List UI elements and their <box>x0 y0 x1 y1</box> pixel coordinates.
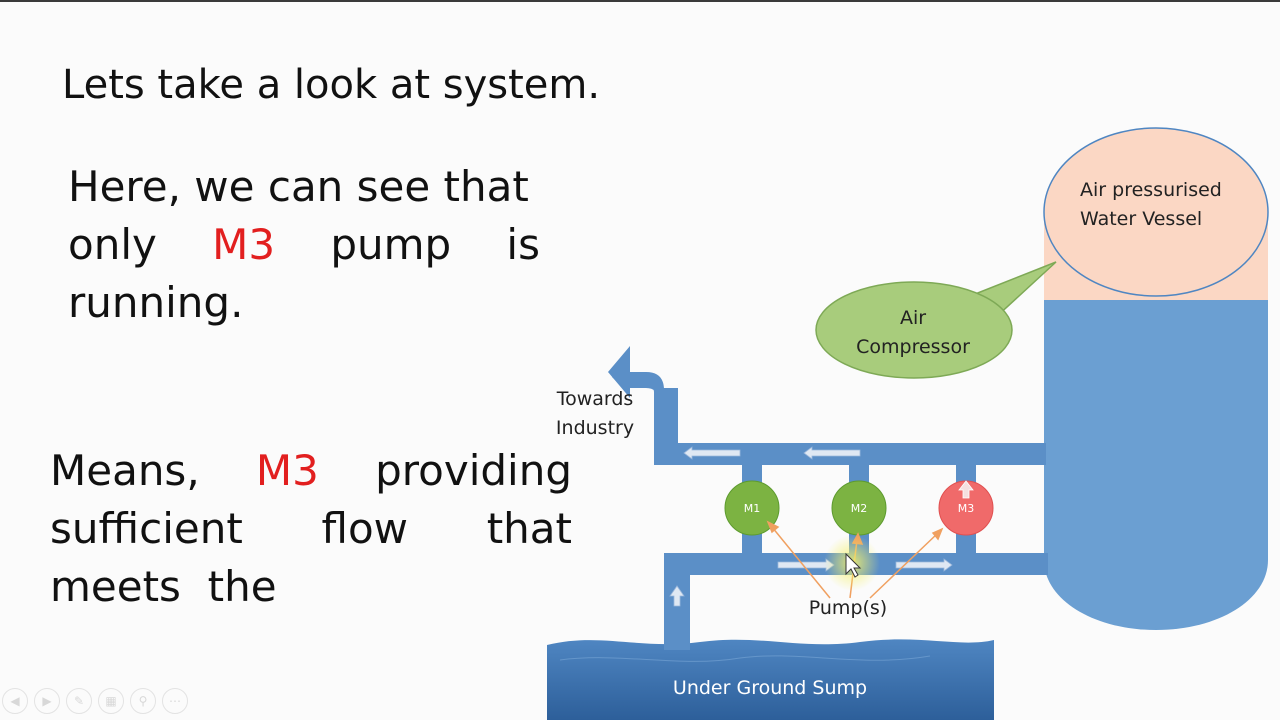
zoom-icon[interactable]: ⚲ <box>130 688 156 714</box>
underground-sump: Under Ground Sump <box>547 639 994 720</box>
slide-title: Lets take a look at system. <box>62 62 601 108</box>
more-icon[interactable]: ⋯ <box>162 688 188 714</box>
slideshow-nav-toolbar: ◀ ▶ ✎ ▦ ⚲ ⋯ <box>2 688 188 714</box>
outlet-arrow-head <box>608 346 630 398</box>
next-icon[interactable]: ▶ <box>34 688 60 714</box>
para2-line2: sufficient flow that <box>50 500 572 558</box>
flow-arrow-right <box>895 558 953 572</box>
previous-icon[interactable]: ◀ <box>2 688 28 714</box>
towards-industry-line1: Towards <box>556 388 634 410</box>
para2-line2-word: flow <box>321 504 408 553</box>
para1-line3: running. <box>68 278 244 327</box>
compressor-bubble <box>815 281 1013 379</box>
flow-arrows <box>669 446 953 607</box>
para2-line1: Means, M3 providing <box>50 442 572 500</box>
mouse-pointer-icon <box>845 552 862 578</box>
flow-arrow-left <box>683 446 741 460</box>
flow-arrow-left <box>803 446 861 460</box>
slides-icon[interactable]: ▦ <box>98 688 124 714</box>
sump-label: Under Ground Sump <box>673 677 867 699</box>
para2-line1-word: Means, <box>50 446 200 495</box>
vessel-water <box>1044 210 1268 630</box>
suction-pipe-in-sump <box>664 640 690 650</box>
compressor-label-line1: Air <box>900 307 926 329</box>
pump-m1: M1 <box>724 480 780 536</box>
outlet-vertical <box>654 388 678 465</box>
water-vessel: Air pressurised Water Vessel <box>1043 127 1269 630</box>
m3-highlight: M3 <box>255 446 319 495</box>
para2-line1-word: providing <box>375 446 572 495</box>
pump-m3: M3 <box>938 480 994 536</box>
para1-line2-word: only <box>68 220 157 269</box>
pump-m2-label: M2 <box>851 502 868 515</box>
para1-line2-word: is <box>506 220 540 269</box>
paragraph-m3-flow: Means, M3 providing sufficient flow that… <box>50 442 572 616</box>
para2-line3: meets the <box>50 562 277 611</box>
sump-water <box>547 639 994 720</box>
towards-industry-line2: Industry <box>556 417 634 439</box>
para1-line2-word: pump <box>330 220 452 269</box>
vessel-label-line1: Air pressurised <box>1080 179 1222 201</box>
flow-arrow-up <box>669 585 685 607</box>
air-compressor: Air Compressor <box>815 261 1057 379</box>
pump-m3-flow-arrow <box>958 480 974 499</box>
cursor-highlight <box>824 535 880 591</box>
paragraph-m3-running: Here, we can see that only M3 pump is ru… <box>68 158 540 332</box>
m3-highlight: M3 <box>212 220 276 269</box>
pump-m3-label: M3 <box>958 502 975 515</box>
top-border <box>0 0 1280 2</box>
para2-line2-word: that <box>486 504 572 553</box>
pen-icon[interactable]: ✎ <box>66 688 92 714</box>
para1-line2: only M3 pump is <box>68 216 540 274</box>
pump-m1-label: M1 <box>744 502 761 515</box>
para2-line2-word: sufficient <box>50 504 243 553</box>
vessel-label-line2: Water Vessel <box>1080 208 1202 230</box>
pumps: M1 M2 M3 <box>724 480 994 536</box>
pump-m2: M2 <box>831 480 887 536</box>
compressor-label-line2: Compressor <box>856 336 970 358</box>
para1-line1: Here, we can see that <box>68 162 529 211</box>
vessel-top <box>1043 127 1269 297</box>
pumps-label: Pump(s) <box>809 597 887 619</box>
